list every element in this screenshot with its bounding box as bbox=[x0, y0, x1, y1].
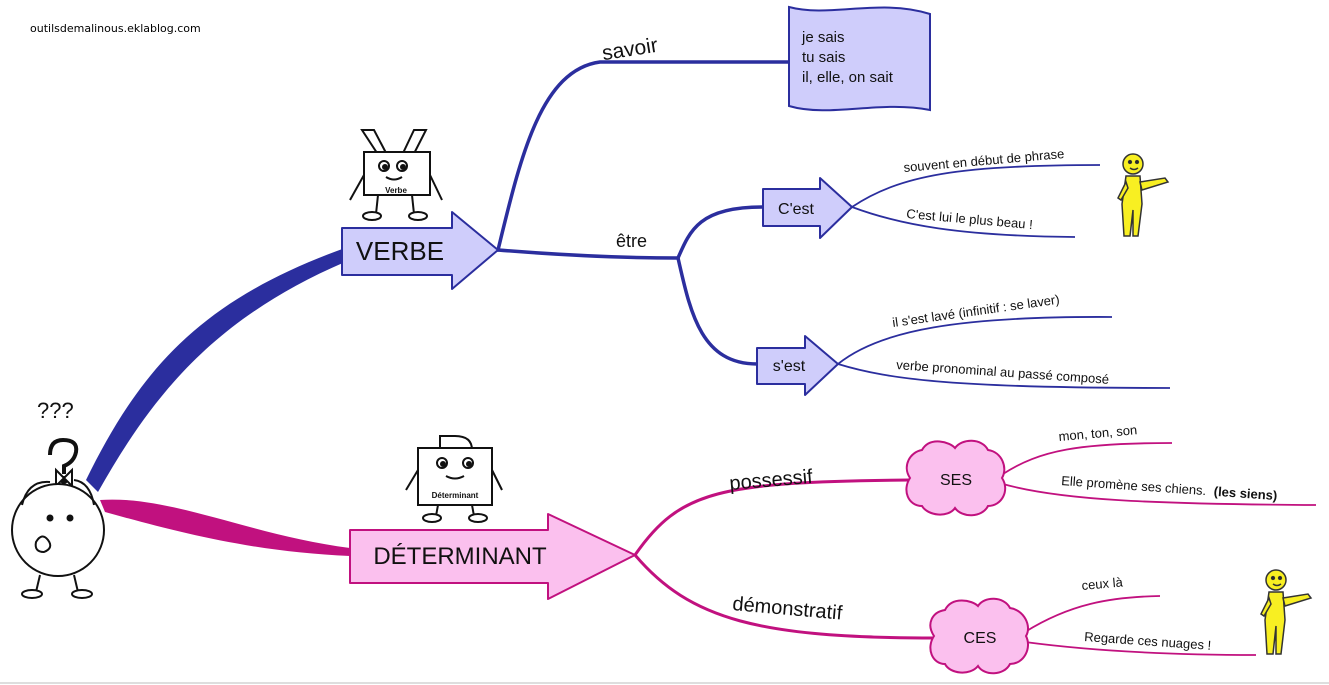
branch-cest bbox=[676, 205, 764, 260]
sest-label: s'est bbox=[773, 358, 806, 375]
savoir-line-2: tu sais bbox=[802, 49, 845, 66]
demonstratif-label: démonstratif bbox=[732, 593, 844, 625]
branch-sest bbox=[676, 256, 759, 366]
ses-note-1: mon, ton, son bbox=[1058, 422, 1138, 444]
site-credit: outilsdemalinous.eklablog.com bbox=[30, 22, 201, 35]
pointing-figure-icon-verbe bbox=[1117, 153, 1170, 237]
verbe-mascot-icon: Verbe bbox=[349, 129, 443, 221]
ces-note-1: ceux là bbox=[1081, 574, 1124, 593]
question-marks: ??? bbox=[37, 398, 74, 423]
cest-note-2: C'est lui le plus beau ! bbox=[906, 206, 1034, 232]
verbe-mascot-label: Verbe bbox=[385, 186, 407, 195]
determinant-main-branch bbox=[100, 499, 350, 556]
determinant-node[interactable]: DÉTERMINANT bbox=[349, 513, 636, 600]
branch-possessif bbox=[633, 478, 911, 556]
sest-note-1: il s'est lavé (infinitif : se laver) bbox=[891, 292, 1060, 330]
branch-ses-note1 bbox=[1002, 442, 1173, 475]
thinking-girl-icon bbox=[11, 437, 105, 599]
determinant-mascot-label: Déterminant bbox=[432, 491, 479, 500]
possessif-label: possessif bbox=[729, 466, 814, 495]
verbe-main-branch bbox=[86, 248, 345, 492]
ses-cloud-node[interactable]: SES bbox=[905, 439, 1007, 517]
svg-text:je sais tu sais il: je sais tu sais il, elle, on sait bbox=[801, 29, 894, 86]
ces-label: CES bbox=[964, 630, 997, 647]
verbe-label: VERBE bbox=[356, 236, 444, 266]
branch-sest-note1 bbox=[837, 316, 1113, 365]
ces-cloud-node[interactable]: CES bbox=[929, 597, 1029, 675]
cest-node[interactable]: C'est bbox=[762, 177, 853, 239]
determinant-mascot-icon: Déterminant bbox=[405, 435, 503, 523]
branch-etre bbox=[496, 248, 680, 260]
cest-note-1: souvent en début de phrase bbox=[903, 146, 1065, 175]
branch-cest-note1 bbox=[851, 164, 1101, 208]
determinant-label: DÉTERMINANT bbox=[373, 543, 547, 570]
etre-label: être bbox=[616, 231, 647, 251]
branch-ces-note1 bbox=[1024, 595, 1161, 633]
sest-node[interactable]: s'est bbox=[756, 335, 839, 396]
verbe-node[interactable]: VERBE bbox=[341, 211, 499, 290]
ses-note-2: Elle promène ses chiens. bbox=[1061, 473, 1207, 498]
savoir-line-3: il, elle, on sait bbox=[802, 69, 894, 86]
savoir-line-1: je sais bbox=[801, 29, 845, 46]
branch-savoir bbox=[496, 60, 792, 252]
branch-ces-note2 bbox=[1024, 641, 1257, 656]
branch-sest-note2 bbox=[837, 363, 1171, 389]
pointing-figure-icon-determinant bbox=[1260, 569, 1313, 655]
branch-cest-note2 bbox=[851, 206, 1076, 238]
sest-note-2: verbe pronominal au passé composé bbox=[896, 357, 1110, 387]
ses-note-2-bold: (les siens) bbox=[1213, 484, 1277, 503]
savoir-conjugation-box: je sais tu sais il, elle, on sait bbox=[788, 5, 931, 112]
cest-label: C'est bbox=[778, 201, 815, 218]
ses-label: SES bbox=[940, 472, 972, 489]
branch-demonstratif bbox=[633, 554, 936, 640]
branch-ses-note2 bbox=[1002, 483, 1317, 506]
